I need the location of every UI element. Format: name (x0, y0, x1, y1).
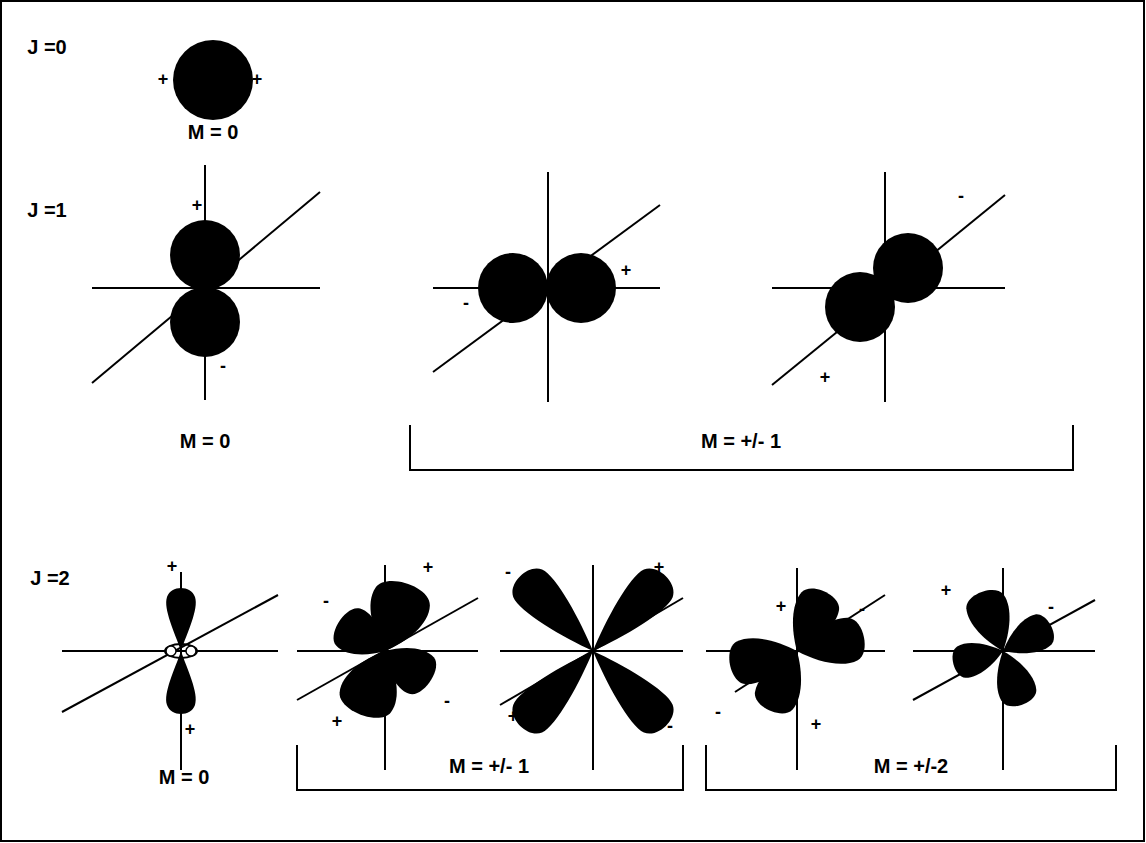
phase-sign: - (323, 592, 329, 610)
phase-sign: - (715, 703, 721, 721)
lobe (505, 561, 608, 666)
phase-sign: - (1048, 598, 1054, 616)
lobe (578, 636, 681, 741)
phase-sign: - (505, 563, 511, 581)
quantum-number-label: M = +/- 1 (701, 431, 781, 451)
bracket (410, 425, 1073, 470)
phase-sign: - (859, 600, 865, 618)
lobe (166, 588, 196, 651)
phase-sign: - (444, 692, 450, 710)
phase-sign: + (820, 368, 831, 386)
quantum-number-label: J =2 (30, 568, 69, 588)
phase-sign: + (167, 557, 178, 575)
phase-sign: + (192, 196, 203, 214)
axes (62, 572, 278, 770)
quantum-number-label: M = +/-2 (874, 756, 948, 776)
axes (92, 165, 320, 400)
phase-sign: + (621, 261, 632, 279)
phase-sign: - (667, 717, 673, 735)
phase-sign: + (811, 715, 822, 733)
quantum-number-label: M = +/- 1 (449, 756, 529, 776)
ring (186, 646, 196, 656)
lobe (505, 636, 608, 741)
lobe (170, 220, 240, 290)
phase-sign: + (252, 70, 263, 88)
axes (772, 172, 1005, 402)
phase-sign: + (158, 70, 169, 88)
bracket (297, 745, 683, 790)
lobe (166, 651, 196, 714)
quantum-number-label: M = 0 (159, 767, 210, 787)
phase-sign: + (332, 712, 343, 730)
quantum-number-label: M = 0 (180, 431, 231, 451)
phase-sign: - (220, 357, 226, 375)
lobe (725, 629, 801, 688)
phase-sign: - (958, 187, 964, 205)
lobe (478, 253, 548, 323)
phase-sign: + (508, 707, 519, 725)
phase-sign: + (185, 720, 196, 738)
axes (913, 568, 1095, 770)
ring (166, 646, 176, 656)
phase-sign: + (423, 558, 434, 576)
phase-sign: + (654, 558, 665, 576)
quantum-number-label: J =0 (27, 37, 66, 57)
lobe (170, 287, 240, 357)
lobe (546, 253, 616, 323)
axes (706, 568, 885, 770)
lobe (578, 561, 681, 666)
lobe (372, 632, 443, 700)
phase-sign: + (776, 597, 787, 615)
sphere (173, 40, 253, 120)
phase-sign: - (463, 294, 469, 312)
ring (165, 644, 197, 658)
axes (433, 172, 660, 402)
phase-sign: + (941, 581, 952, 599)
lobe (873, 233, 943, 303)
quantum-number-label: J =1 (27, 200, 66, 220)
lobe (792, 615, 868, 674)
lobe (985, 645, 1040, 711)
quantum-number-label: M = 0 (188, 122, 239, 142)
axes (297, 565, 478, 770)
bracket (706, 745, 1116, 790)
